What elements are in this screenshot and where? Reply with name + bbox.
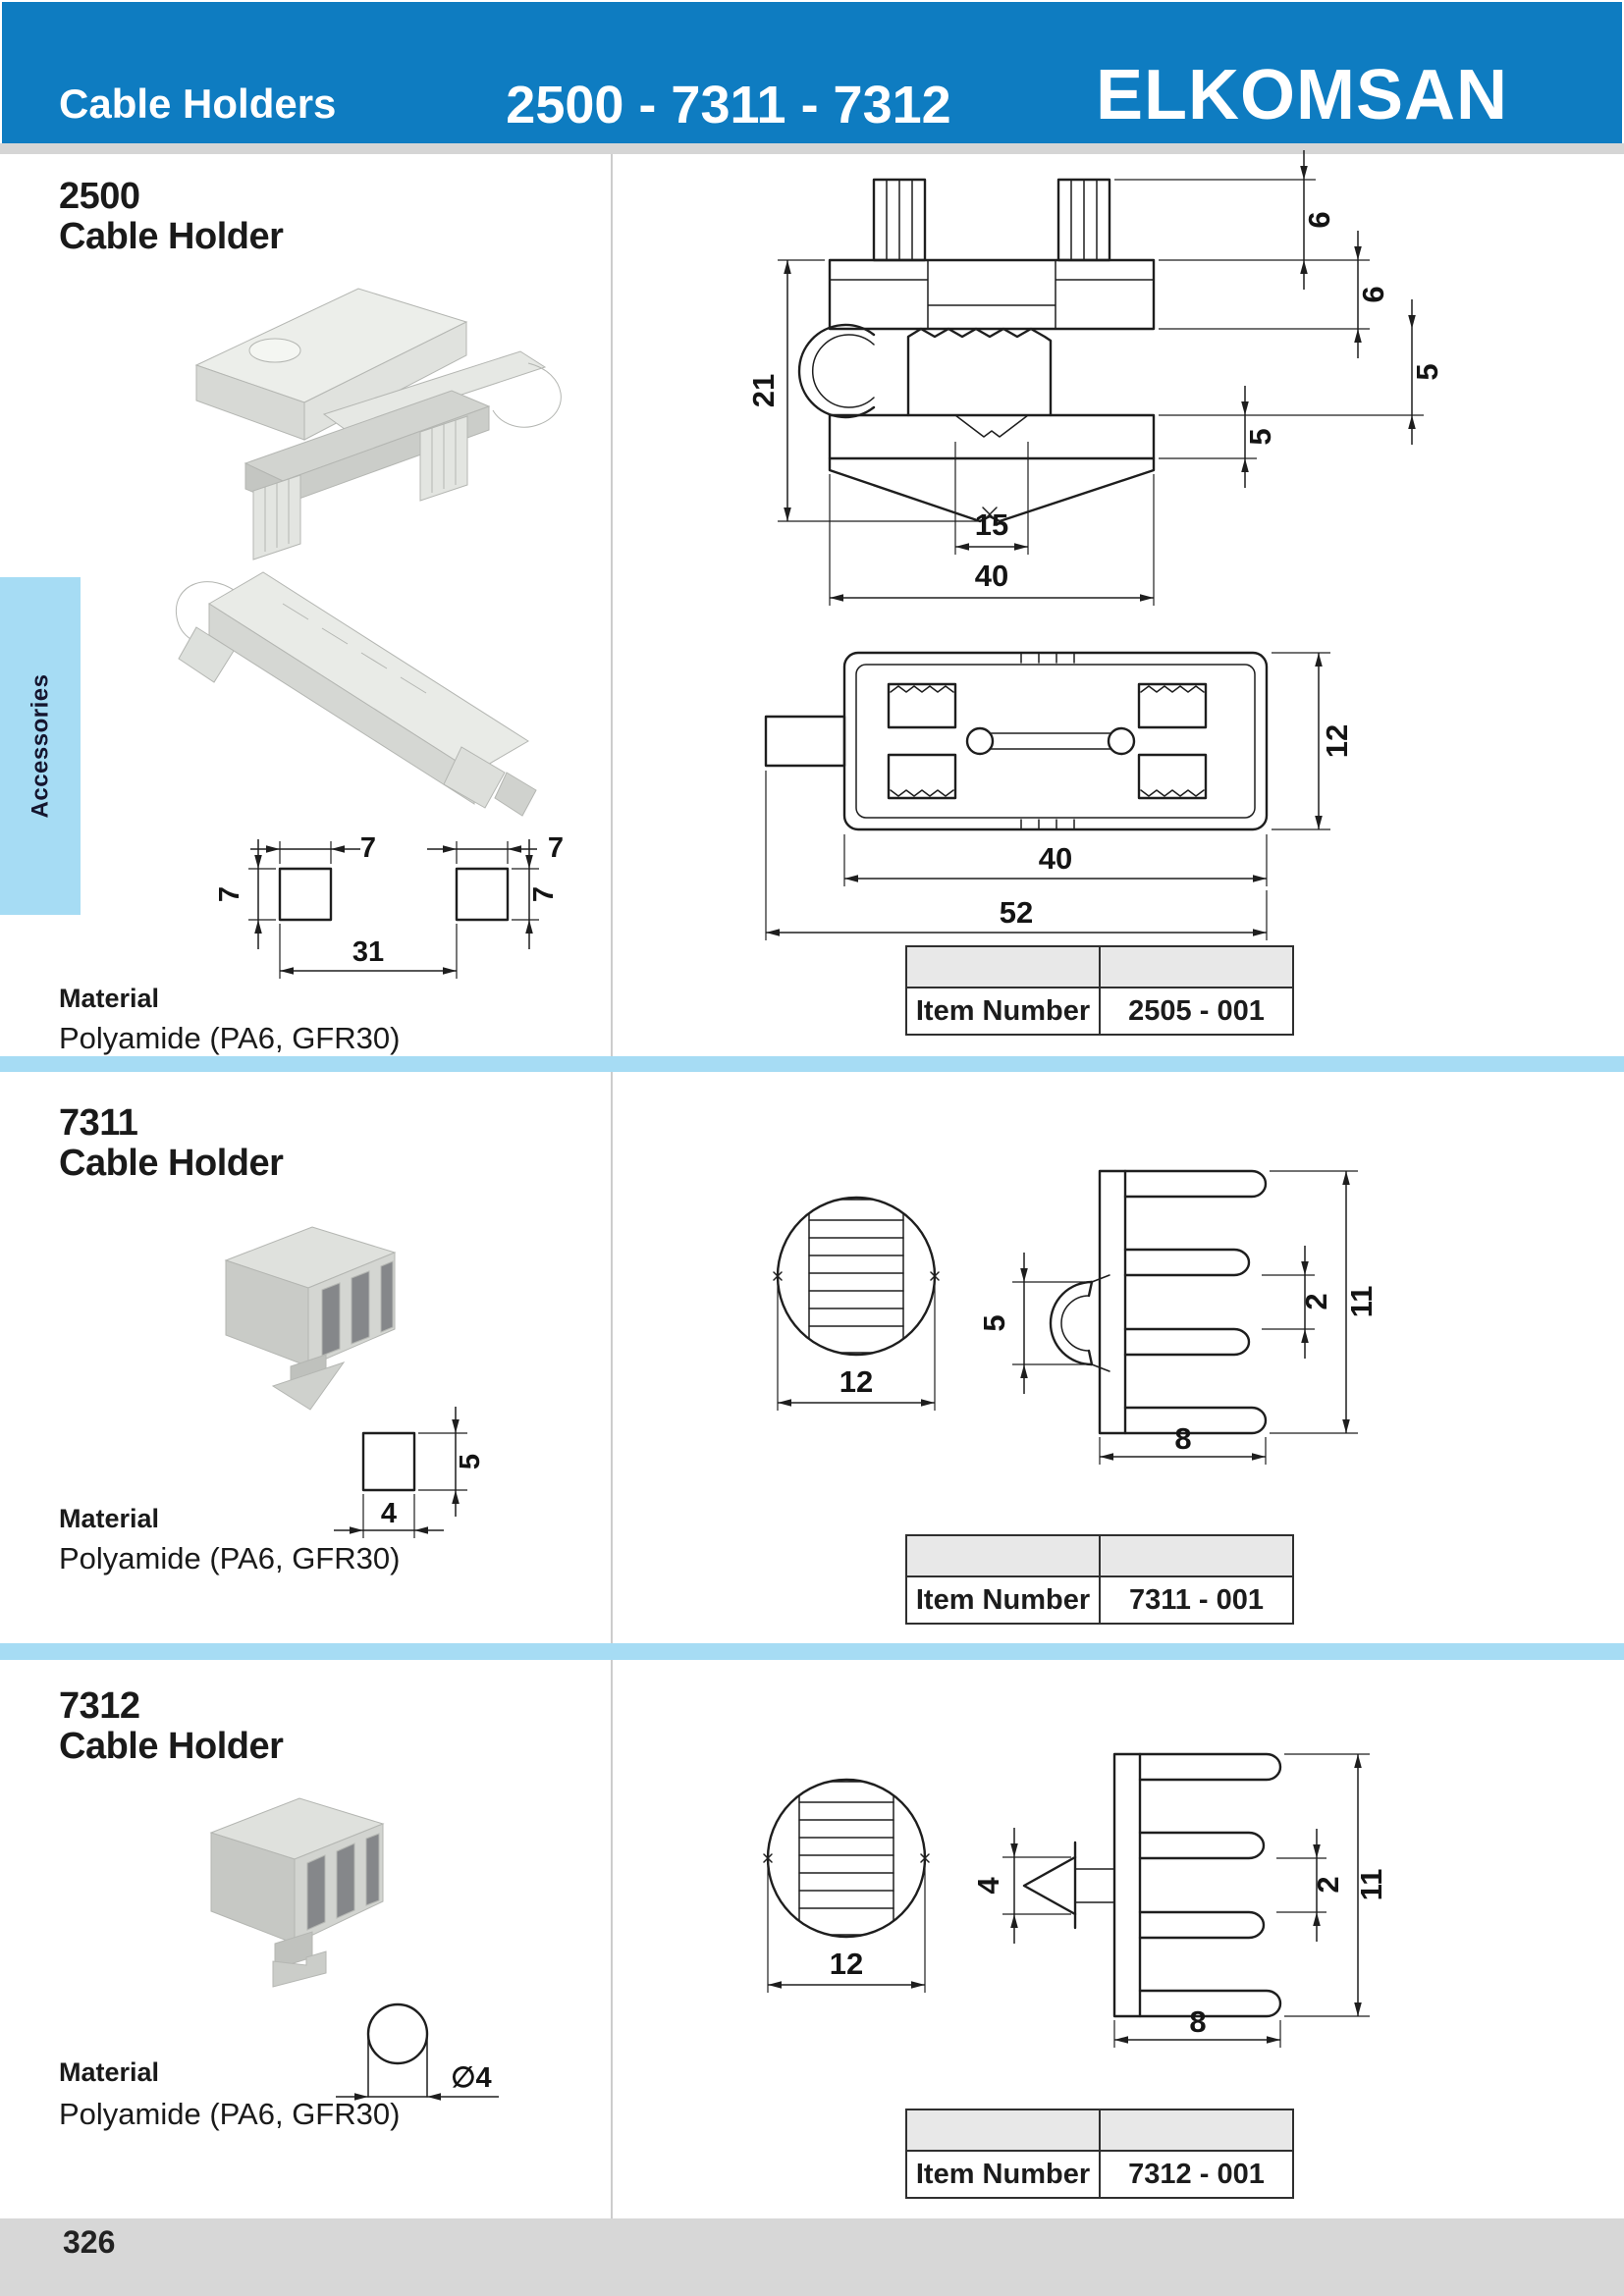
- dim-label: 12: [830, 1947, 863, 1981]
- dim-label: 11: [1354, 1869, 1388, 1901]
- dim-label: 5: [455, 1454, 486, 1469]
- front-view-drawing-2500: 21 6 6 5 5 15 40: [746, 150, 1444, 606]
- sidebar-tab-label: Accessories: [27, 673, 53, 819]
- item-number-label: Item Number: [915, 994, 1091, 1027]
- dim-label: 7: [528, 886, 560, 902]
- model-number: 7312: [59, 1685, 140, 1727]
- dim-label: 5: [1243, 428, 1277, 445]
- item-table-header-cell: [907, 1536, 1099, 1575]
- page-footer: [0, 2218, 1624, 2296]
- dim-label: 12: [1320, 724, 1354, 758]
- item-table-header: [907, 1536, 1292, 1577]
- product-type: Cable Holder: [59, 1143, 284, 1184]
- cable-section-drawing-7311: 12: [773, 1196, 940, 1411]
- item-table-header: [907, 2110, 1292, 2152]
- item-table-header-cell: [907, 947, 1099, 987]
- top-view-drawing-2500: 40 52 12: [764, 651, 1354, 940]
- dim-label: 5: [1410, 363, 1444, 380]
- dim-label: 4: [971, 1877, 1005, 1895]
- dim-label: 2: [1299, 1293, 1333, 1309]
- model-number: 2500: [59, 176, 140, 217]
- dim-label: 8: [1189, 2004, 1206, 2039]
- page-header: Cable Holders 2500 - 7311 - 7312 ELKOMSA…: [2, 2, 1622, 143]
- dim-label: 31: [352, 936, 384, 968]
- section-title-2500: 2500 Cable Holder: [59, 176, 284, 257]
- sidebar-tab-accessories: Accessories: [0, 577, 81, 915]
- item-table-header-cell: [907, 2110, 1099, 2150]
- dim-label: 8: [1174, 1421, 1191, 1456]
- side-view-drawing-7311: 5 2 11 8: [977, 1169, 1379, 1465]
- dim-label: 40: [975, 559, 1008, 593]
- item-number-value: 7312 - 001: [1099, 2152, 1292, 2197]
- product-photo-2500-side: [175, 571, 537, 817]
- material-value: Polyamide (PA6, GFR30): [59, 1021, 401, 1055]
- section-divider: [0, 1056, 1624, 1072]
- footprint-drawing-2500: 7 7 7 7 31: [214, 832, 564, 979]
- dim-label: 6: [1356, 286, 1390, 302]
- dim-label: 5: [977, 1314, 1011, 1331]
- dim-label: 7: [360, 832, 376, 864]
- item-number-label: Item Number: [915, 2158, 1091, 2190]
- item-table-header-cell: [1099, 2110, 1292, 2150]
- dim-label: 21: [746, 374, 781, 407]
- item-table-row: Item Number 7312 - 001: [907, 2152, 1292, 2197]
- item-number-value: 2505 - 001: [1099, 988, 1292, 1034]
- dim-label: 4: [381, 1498, 397, 1529]
- dim-label: 12: [839, 1364, 873, 1399]
- item-table-row: Item Number 7311 - 001: [907, 1577, 1292, 1623]
- page-number: 326: [63, 2224, 116, 2260]
- cable-section-drawing-7312: 12: [763, 1778, 930, 1993]
- item-table-7312: Item Number 7312 - 001: [905, 2109, 1294, 2199]
- dim-label: 15: [975, 507, 1008, 542]
- material-label: Material: [59, 1504, 160, 1533]
- item-number-value: 7311 - 001: [1099, 1577, 1292, 1623]
- section-title-7311: 7311 Cable Holder: [59, 1102, 284, 1184]
- product-photo-7311: [224, 1226, 397, 1411]
- dim-label: 2: [1311, 1876, 1345, 1893]
- header-model-numbers: 2500 - 7311 - 7312: [506, 76, 951, 134]
- item-table-row: Item Number 2505 - 001: [907, 988, 1292, 1034]
- product-type: Cable Holder: [59, 216, 284, 257]
- cable-diameter-drawing-7312: ∅4: [336, 2002, 499, 2101]
- item-table-7311: Item Number 7311 - 001: [905, 1534, 1294, 1625]
- model-number: 7311: [59, 1102, 138, 1144]
- header-section-title: Cable Holders: [59, 80, 337, 127]
- brand-logo: ELKOMSAN: [1096, 56, 1508, 134]
- dim-label: 11: [1344, 1286, 1379, 1318]
- item-table-header-cell: [1099, 947, 1292, 987]
- material-label: Material: [59, 984, 160, 1013]
- product-photo-7312: [209, 1797, 385, 1988]
- product-photo-2500-top: [194, 288, 562, 561]
- side-view-drawing-7312: 4 2 11 8: [971, 1752, 1388, 2048]
- dim-label: 7: [548, 832, 564, 864]
- product-type: Cable Holder: [59, 1726, 284, 1767]
- item-table-header-cell: [1099, 1536, 1292, 1575]
- section-title-7312: 7312 Cable Holder: [59, 1685, 284, 1767]
- section-divider: [0, 1643, 1624, 1660]
- column-divider: [611, 154, 613, 2218]
- material-value: Polyamide (PA6, GFR30): [59, 1541, 401, 1575]
- dim-label: 6: [1302, 211, 1336, 228]
- material-label: Material: [59, 2057, 160, 2087]
- item-table-header: [907, 947, 1292, 988]
- dim-label: ∅4: [451, 2062, 491, 2094]
- dim-label: 7: [214, 886, 245, 902]
- dim-label: 40: [1039, 841, 1072, 876]
- material-value: Polyamide (PA6, GFR30): [59, 2097, 401, 2131]
- header-divider: [0, 143, 1624, 154]
- item-number-label: Item Number: [915, 1583, 1091, 1616]
- peg-drawing-7311: 5 4: [334, 1407, 486, 1538]
- item-table-2500: Item Number 2505 - 001: [905, 945, 1294, 1036]
- dim-label: 52: [1000, 895, 1033, 930]
